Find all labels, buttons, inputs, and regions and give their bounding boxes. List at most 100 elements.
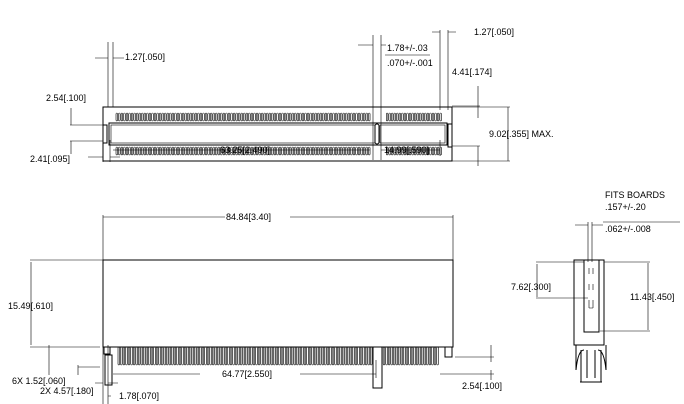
pin: [329, 346, 332, 366]
contact: [166, 146, 169, 156]
pin: [426, 346, 429, 366]
contact: [304, 112, 307, 122]
contact: [176, 146, 180, 156]
contact: [426, 146, 430, 156]
pin: [382, 346, 386, 366]
pin: [161, 346, 164, 366]
dim-right-edge: 1.27[.050]: [474, 27, 514, 37]
contact: [398, 112, 401, 122]
dim-body-height: 15.49[.610]: [8, 301, 53, 311]
card-slot: [108, 122, 448, 146]
contact: [424, 112, 427, 122]
contact: [396, 146, 399, 156]
contact: [334, 112, 338, 122]
contact: [434, 146, 437, 156]
contact: [182, 112, 185, 122]
contact: [393, 146, 396, 156]
pin: [155, 346, 159, 366]
pin: [428, 346, 432, 366]
pin: [359, 346, 363, 366]
contact: [291, 146, 294, 156]
contact: [143, 146, 146, 156]
contact: [416, 146, 419, 156]
contact: [197, 146, 200, 156]
contact: [123, 112, 126, 122]
contact: [281, 146, 284, 156]
pin: [324, 346, 327, 366]
pin: [168, 346, 171, 366]
side-dim-body-height: 11.43[.450]: [630, 292, 674, 302]
pin: [403, 346, 406, 366]
pin: [280, 346, 284, 366]
contact: [414, 146, 417, 156]
pin: [173, 346, 177, 366]
pin: [393, 346, 396, 366]
contact: [283, 146, 287, 156]
pin: [201, 346, 205, 366]
contact: [153, 146, 157, 156]
contact: [176, 112, 180, 122]
contact: [329, 112, 333, 122]
contact: [291, 112, 294, 122]
contact: [179, 112, 182, 122]
contact: [357, 112, 361, 122]
contact: [278, 146, 282, 156]
pin: [196, 346, 199, 366]
contact: [146, 146, 149, 156]
pin: [349, 346, 352, 366]
contact: [340, 112, 343, 122]
contact: [255, 146, 259, 156]
contact: [207, 146, 210, 156]
fits-boards-label: FITS BOARDS: [605, 190, 665, 200]
contact: [253, 112, 256, 122]
contact: [312, 112, 315, 122]
contact: [304, 146, 307, 156]
contact: [189, 112, 192, 122]
contact: [138, 112, 141, 122]
contact: [217, 112, 220, 122]
contact: [429, 146, 432, 156]
contact: [403, 146, 407, 156]
contact: [317, 146, 320, 156]
contact: [235, 112, 238, 122]
contact: [294, 112, 297, 122]
pin: [293, 346, 296, 366]
contact: [220, 146, 223, 156]
pin: [138, 346, 141, 366]
pin: [219, 346, 222, 366]
contact: [136, 112, 139, 122]
contact: [187, 146, 190, 156]
pin: [125, 346, 128, 366]
dim-peg-length: 2X 4.57[.180]: [40, 386, 94, 396]
contact: [345, 146, 348, 156]
dim-row-offset: 4.41[.174]: [452, 67, 492, 77]
contact: [118, 112, 121, 122]
contact: [233, 146, 236, 156]
contact: [426, 112, 430, 122]
contact: [222, 146, 226, 156]
peg-left: [104, 354, 113, 386]
contact: [245, 146, 248, 156]
contact: [250, 112, 254, 122]
contact: [352, 112, 356, 122]
contact: [301, 112, 305, 122]
contact: [179, 146, 182, 156]
slot-short-section: [379, 124, 446, 144]
contact: [199, 112, 203, 122]
pin: [423, 346, 426, 366]
contact: [329, 146, 333, 156]
contact: [268, 112, 271, 122]
pin: [189, 346, 192, 366]
contact: [411, 112, 414, 122]
pin: [229, 346, 233, 366]
pin: [433, 346, 437, 366]
contact: [128, 112, 131, 122]
contact: [215, 146, 218, 156]
contact: [120, 146, 123, 156]
pin: [133, 346, 136, 366]
pin: [416, 346, 419, 366]
contact: [258, 146, 261, 156]
contact: [225, 146, 228, 156]
contact: [197, 112, 200, 122]
